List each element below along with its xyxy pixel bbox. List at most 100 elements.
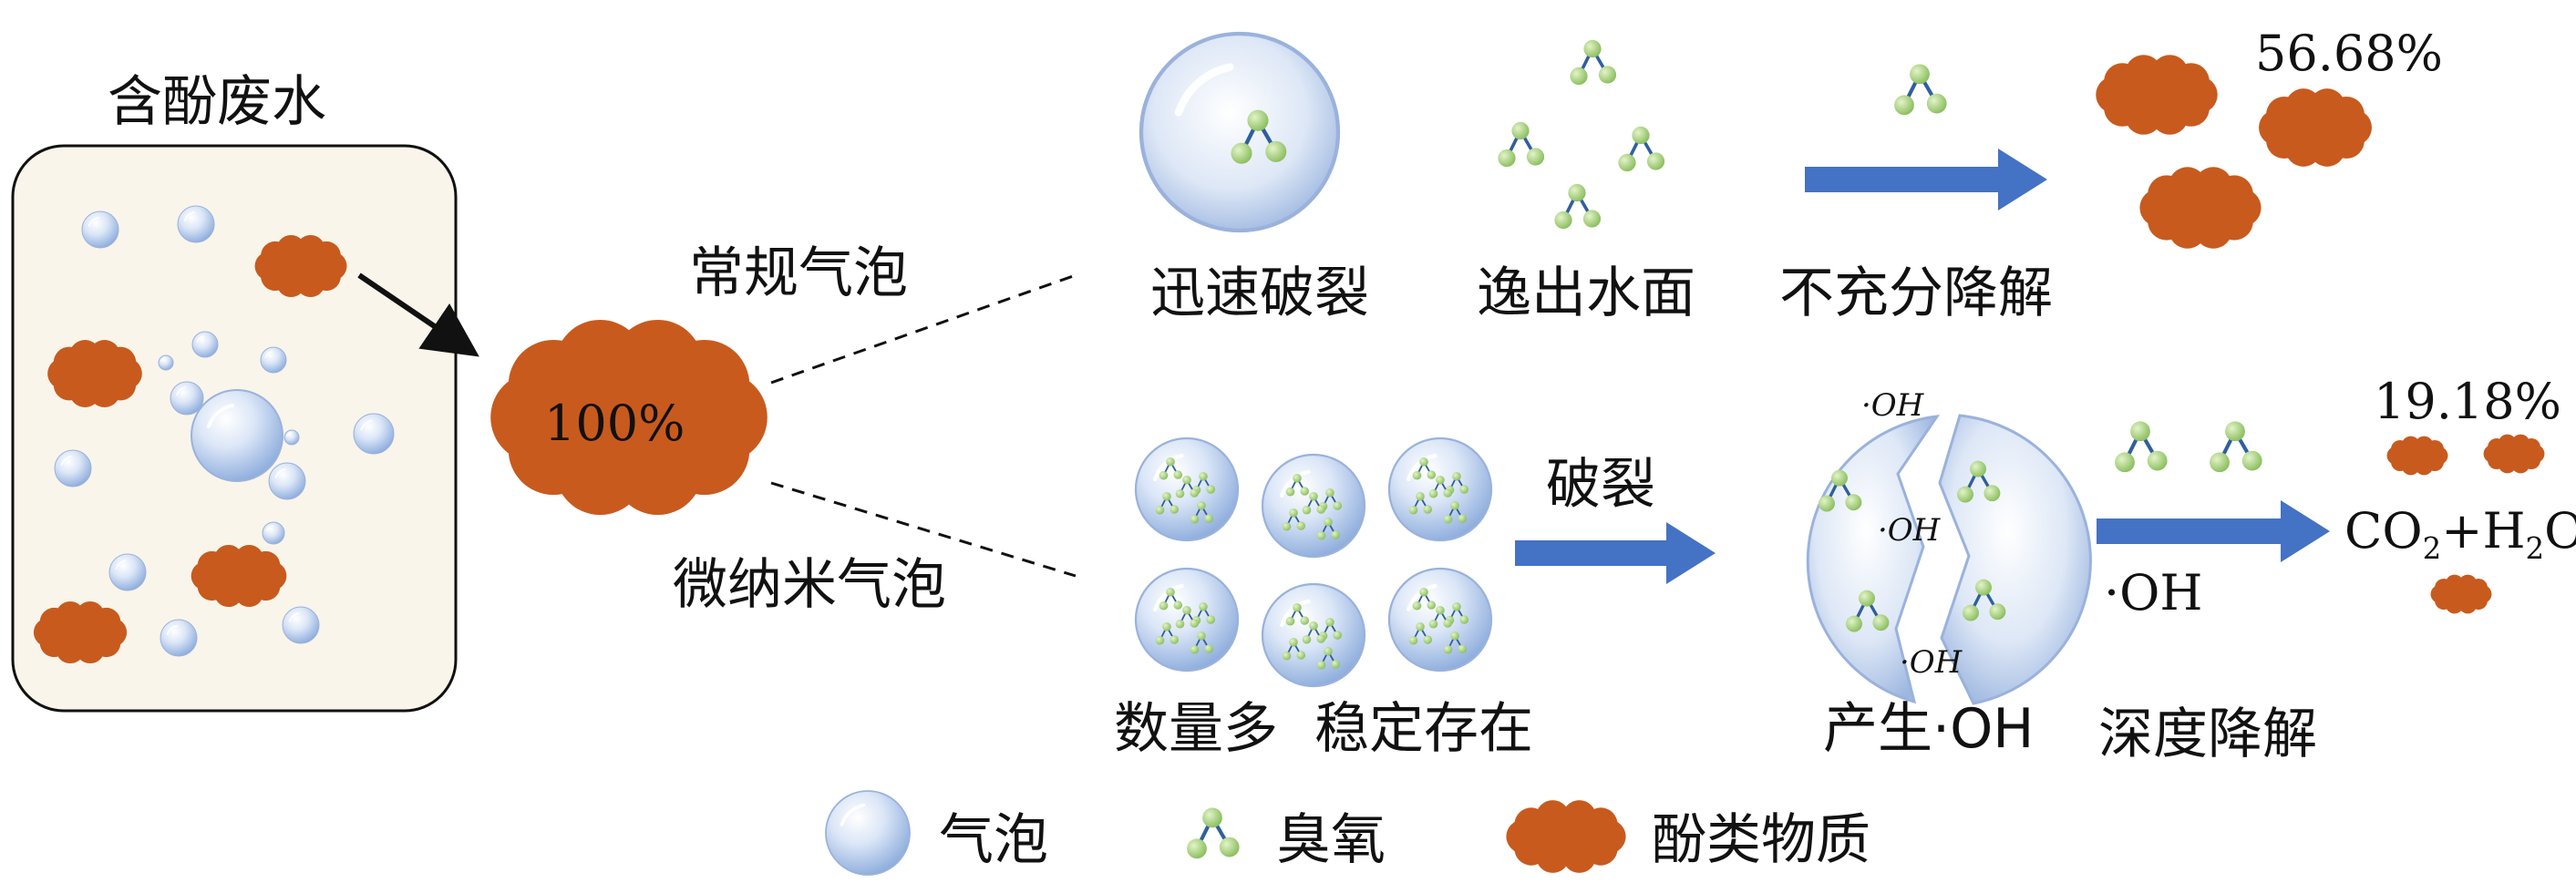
arrow-incomplete [1805, 149, 2047, 210]
step-numerous: 数量多 [1114, 697, 1278, 761]
broken-ozone-2 [1957, 460, 2001, 503]
micronano-ozone-0-3 [1190, 500, 1214, 524]
micronano-ozone-0-1 [1191, 471, 1216, 495]
central-phenol-cloud [490, 319, 768, 516]
micronano-ozone-0-2 [1155, 491, 1180, 515]
broken-bubble-right [1938, 414, 2092, 705]
micronano-ozone-1-3 [1316, 517, 1341, 540]
legend-bubble-label: 气泡 [939, 808, 1048, 872]
tank-bubble-4 [160, 619, 198, 657]
tank-bubble-2 [54, 449, 92, 488]
tank-to-phenol-arrow [357, 272, 479, 357]
arrow-deep-degradation [2097, 500, 2330, 562]
tank-phenol-3 [191, 544, 287, 608]
micronano-ozone-4-2 [1282, 637, 1306, 661]
micronano-ozone-0-4 [1175, 475, 1200, 498]
micronano-bubble-1 [1261, 453, 1366, 559]
step-escape-surface: 逸出水面 [1477, 262, 1695, 325]
micronano-bubble-4 [1261, 582, 1366, 688]
ozone-inside-large-bubble [1231, 109, 1287, 164]
step-burst: 破裂 [1546, 453, 1655, 517]
micronano-ozone-1-0 [1285, 473, 1310, 497]
step-rapid-burst: 迅速破裂 [1150, 262, 1369, 325]
tank-bubble-9 [158, 354, 174, 371]
dashed-line-conventional [770, 273, 1077, 385]
conventional-large-bubble [1139, 31, 1341, 233]
micronano-ozone-4-0 [1285, 602, 1310, 626]
dashed-line-micronano [770, 481, 1077, 578]
tank-bubble-10 [170, 381, 204, 416]
tank-bubble-0 [81, 210, 119, 249]
oh-radical-label: ·OH [2104, 564, 2203, 621]
conventional-result-percent: 56.68% [2255, 25, 2443, 82]
broken-ozone-4 [1963, 579, 2006, 621]
legend-bubble-icon [825, 790, 911, 876]
ozone-deep-1 [2115, 421, 2168, 473]
tank-bubble-5 [282, 606, 320, 644]
micronano-result-percent: 19.18% [2374, 373, 2561, 430]
ozone-escape-1 [1570, 39, 1617, 86]
micronano-ozone-5-4 [1428, 605, 1453, 629]
ozone-above-arrow-top [1894, 64, 1947, 116]
tank-bubble-8 [191, 331, 219, 358]
tank-bubble-3 [108, 553, 147, 591]
micronano-bubble-2 [1387, 436, 1493, 542]
micronano-ozone-2-0 [1412, 457, 1437, 480]
micronano-ozone-5-3 [1443, 631, 1468, 654]
tank-bubble-13 [283, 429, 300, 446]
micronano-ozone-3-0 [1159, 587, 1183, 611]
products-formula: CO2+H2O [2344, 502, 2576, 566]
micronano-bubble-5 [1387, 567, 1493, 673]
conventional-residue-2 [2259, 88, 2372, 167]
micronano-bubble-3 [1134, 567, 1240, 673]
micronano-residue-1 [2386, 436, 2448, 476]
ozone-escape-4 [1554, 183, 1602, 230]
conventional-residue-3 [2139, 167, 2262, 249]
step-incomplete-degradation: 不充分降解 [1779, 262, 2053, 325]
micronano-ozone-0-0 [1159, 457, 1183, 480]
broken-ozone-3 [1846, 590, 1890, 632]
micronano-ozone-5-2 [1408, 621, 1433, 645]
wastewater-title: 含酚废水 [108, 70, 326, 134]
broken-bubble [1806, 414, 2092, 705]
micronano-ozone-2-3 [1443, 500, 1468, 524]
conventional-bubble-label: 常规气泡 [689, 241, 908, 305]
micronano-ozone-2-4 [1428, 475, 1453, 498]
micronano-ozone-3-4 [1175, 605, 1200, 629]
initial-percent: 100% [544, 395, 685, 452]
legend-ozone-icon [1187, 807, 1240, 859]
micronano-ozone-5-0 [1412, 587, 1437, 611]
micronano-residue-2 [2483, 434, 2545, 474]
tank-phenol-2 [47, 340, 142, 407]
ozone-escape-2 [1498, 121, 1545, 168]
micronano-ozone-3-3 [1190, 631, 1214, 654]
oh-radical-top: ·OH [1861, 387, 1924, 424]
micronano-ozone-2-2 [1408, 491, 1433, 515]
oh-radical-middle: ·OH [1878, 512, 1941, 549]
tank-phenol-4 [33, 601, 128, 664]
oh-radical-bottom: ·OH [1900, 644, 1963, 681]
arrow-burst [1515, 522, 1716, 584]
broken-bubble-left [1806, 415, 1941, 704]
tank-bubble-large [191, 389, 283, 482]
legend-phenol-icon [1506, 800, 1626, 873]
micronano-ozone-1-2 [1282, 508, 1306, 531]
micronano-bubble-0 [1134, 436, 1240, 542]
ozone-escape-3 [1618, 126, 1665, 172]
step-generate-oh: 产生·OH [1823, 697, 2035, 761]
tank-bubble-6 [353, 413, 395, 455]
legend-phenol-label: 酚类物质 [1652, 808, 1870, 872]
step-stable: 稳定存在 [1314, 697, 1533, 761]
micronano-ozone-1-4 [1302, 491, 1326, 515]
micronano-ozone-3-2 [1155, 621, 1180, 645]
conventional-residue-1 [2096, 55, 2218, 135]
micronano-ozone-4-4 [1302, 621, 1326, 644]
broken-ozone-1 [1819, 469, 1862, 512]
step-deep-degradation: 深度降解 [2098, 703, 2317, 766]
legend-ozone-label: 臭氧 [1276, 808, 1386, 872]
micronano-residue-3 [2430, 574, 2492, 614]
tank-bubble-7 [260, 346, 287, 374]
tank-bubble-1 [177, 205, 215, 243]
